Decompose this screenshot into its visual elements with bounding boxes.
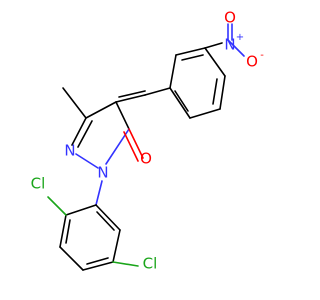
nitro-oxygen-single-label: O xyxy=(246,53,258,71)
ortho-chlorine-label: Cl xyxy=(31,175,46,193)
bond-c5-o-double xyxy=(123,131,139,162)
bond-nb-6 xyxy=(169,87,191,119)
nitro-oxygen-double-label: O xyxy=(224,9,236,27)
bond-dp-1 xyxy=(65,204,97,216)
carbonyl-oxygen-label: O xyxy=(140,150,152,168)
bond-nb-3 xyxy=(204,47,226,77)
nitro-nitrogen-label: N xyxy=(224,36,235,54)
bond-cl-meta xyxy=(112,261,139,267)
bond-dp-4 xyxy=(82,261,114,271)
bond-c3-c4 xyxy=(85,101,117,119)
bond-nb-5 xyxy=(189,108,221,119)
bond-nb-inner-2 xyxy=(212,78,218,105)
bond-nb-1 xyxy=(169,54,177,89)
nitro-negative-charge: - xyxy=(260,50,264,61)
bond-dp-6 xyxy=(95,204,121,231)
bond-vinyl-aryl xyxy=(144,87,171,96)
atom-labels: N + O - O N N O Cl Cl xyxy=(31,9,265,273)
bond-n1-phenyl xyxy=(95,180,103,206)
molecule-diagram: N + O - O N N O Cl Cl xyxy=(31,9,265,273)
ring-nitrogen-label: N xyxy=(64,142,75,160)
bonds xyxy=(47,23,245,271)
bond-methyl xyxy=(62,87,87,119)
bond-nb-2 xyxy=(175,47,206,56)
bond-c3-n2-double xyxy=(77,120,93,148)
structure-svg: N + O - O N N O Cl Cl xyxy=(31,9,265,273)
bond-n2-n1 xyxy=(75,153,99,169)
bond-dp-2 xyxy=(59,214,67,248)
bond-c4-vinyl xyxy=(115,94,146,103)
bond-c4-c5 xyxy=(115,101,130,130)
bond-c4-vinyl-double xyxy=(118,90,146,98)
bond-nb-inner-1 xyxy=(181,54,204,61)
bond-cl-ortho xyxy=(47,196,67,216)
bond-nb-4 xyxy=(219,75,226,110)
bond-dp-inner-3 xyxy=(96,211,115,231)
bond-nb-inner-3 xyxy=(174,90,189,112)
bond-dp-3 xyxy=(59,246,84,271)
bond-to-nitro xyxy=(204,42,223,49)
nitro-positive-charge: + xyxy=(236,32,244,43)
bond-c3-n2 xyxy=(71,117,87,146)
bond-c5-o xyxy=(128,128,144,159)
bond-dp-inner-2 xyxy=(86,257,109,265)
bond-n-o-single xyxy=(227,39,245,57)
bond-dp-5 xyxy=(112,229,121,263)
substituted-ring-nitrogen-label: N xyxy=(97,164,108,182)
bond-dp-inner-1 xyxy=(65,219,71,244)
meta-chlorine-label: Cl xyxy=(143,255,158,273)
